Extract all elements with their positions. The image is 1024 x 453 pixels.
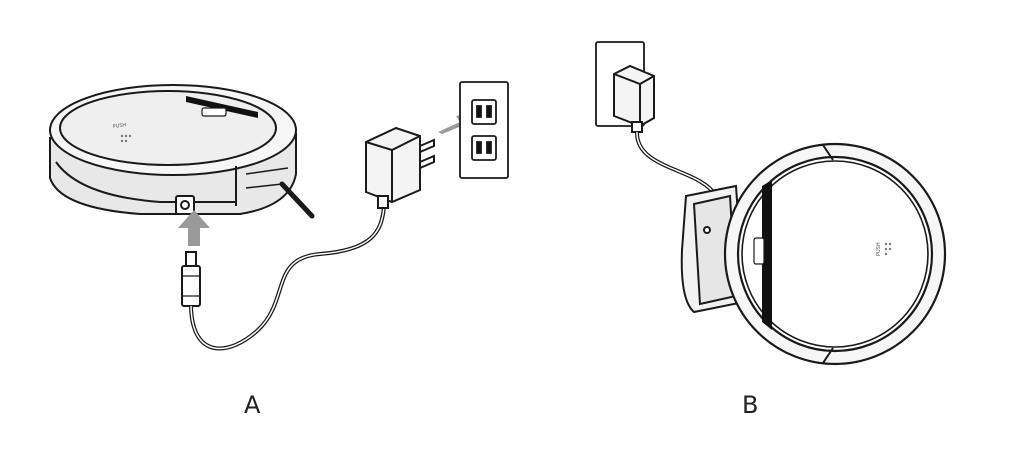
panel-a: PUSH <box>49 81 509 351</box>
power-cable-b <box>634 131 718 198</box>
power-adapter-icon <box>365 126 435 209</box>
robot-vacuum-icon <box>723 142 947 366</box>
power-adapter-icon <box>613 64 655 133</box>
wall-outlet-icon <box>459 81 509 179</box>
robot-logo-b: PUSH <box>876 242 882 256</box>
panel-b: PUSH <box>595 41 947 366</box>
arrow-icon <box>178 210 210 246</box>
power-cable-a <box>189 205 386 351</box>
robot-logo-a: PUSH <box>112 122 127 130</box>
dc-plug <box>181 251 201 307</box>
robot-vacuum-icon <box>49 84 315 219</box>
panel-label-b: B <box>742 391 759 419</box>
panel-label-a: A <box>244 391 261 419</box>
